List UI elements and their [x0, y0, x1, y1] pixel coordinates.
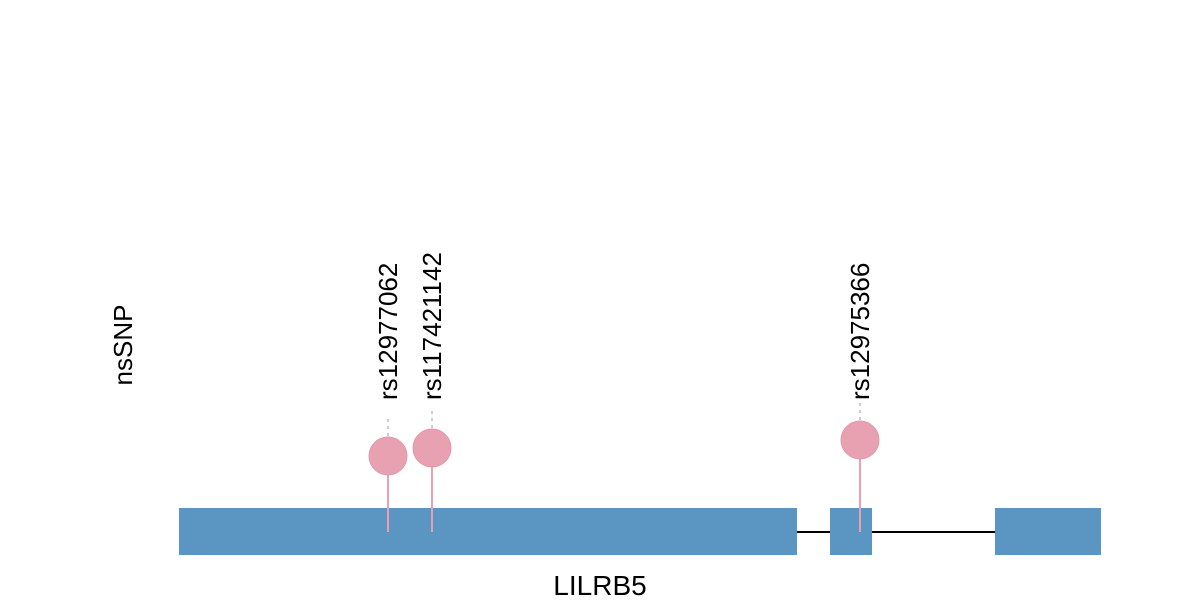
- gene-label: LILRB5: [553, 570, 646, 600]
- snp-lollipops: rs12977062 rs117421142 rs12975366: [368, 252, 880, 532]
- snp-label: rs12975366: [845, 263, 875, 400]
- snp-rs12977062: rs12977062: [368, 263, 408, 532]
- exon-1: [179, 508, 797, 555]
- gene-model: [179, 508, 1101, 555]
- snp-rs12975366: rs12975366: [840, 263, 880, 532]
- track-label: nsSNP: [108, 305, 138, 386]
- snp-label: rs12977062: [373, 263, 403, 400]
- snp-circle: [840, 420, 880, 460]
- snp-circle: [412, 428, 452, 468]
- snp-circle: [368, 436, 408, 476]
- exon-2: [830, 508, 872, 555]
- snp-label: rs117421142: [417, 252, 447, 400]
- snp-rs117421142: rs117421142: [412, 252, 452, 532]
- exon-3: [995, 508, 1101, 555]
